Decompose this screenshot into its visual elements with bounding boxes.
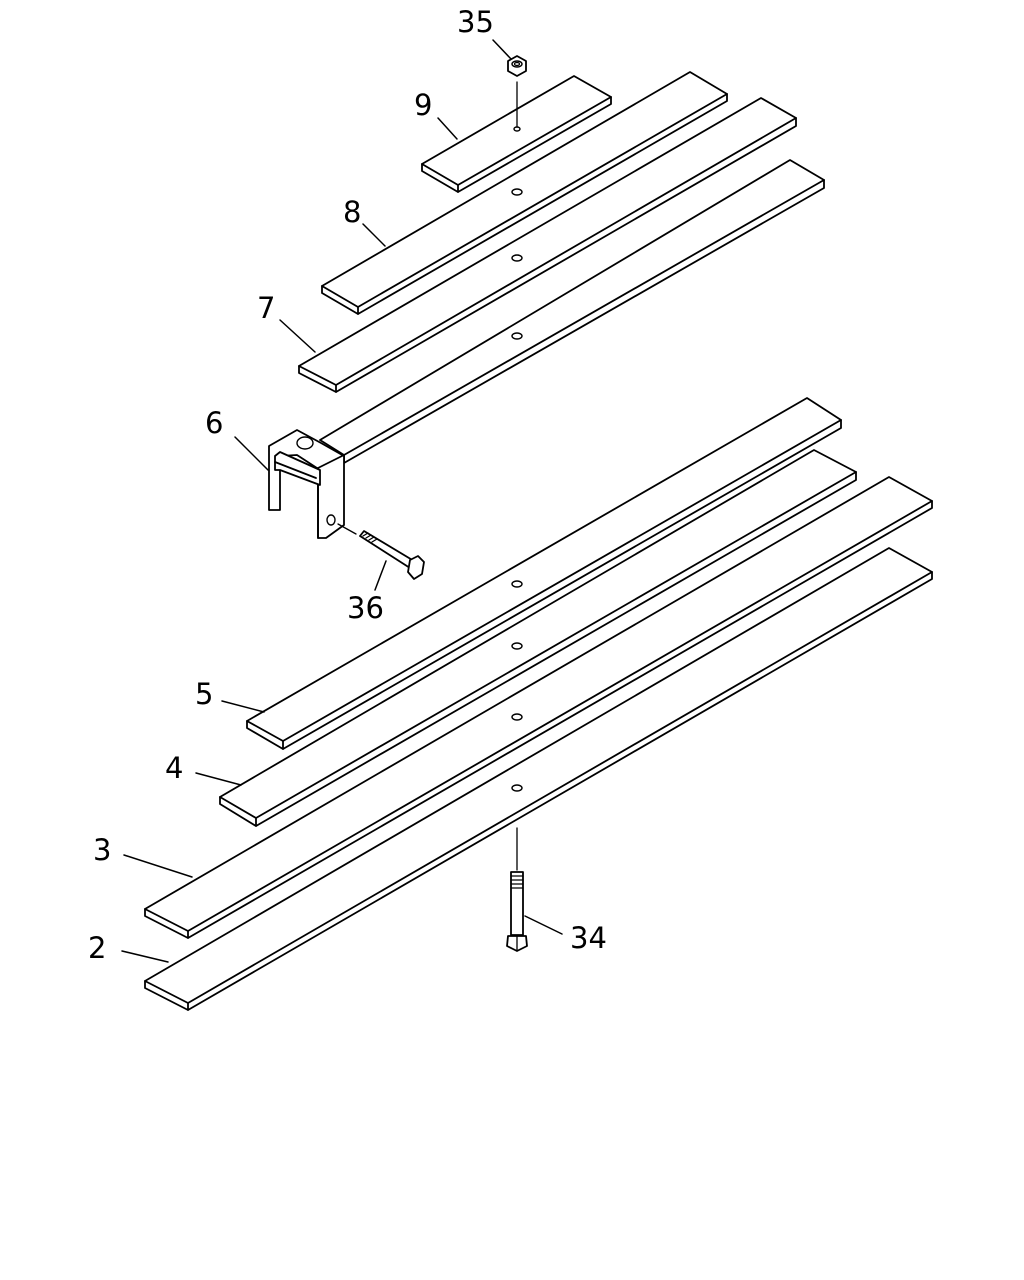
callout-34: 34 [570,921,607,955]
callout-4: 4 [165,751,183,785]
leader-lines [121,39,563,963]
leaf-4 [219,449,857,827]
leaf-5 [246,397,842,750]
callout-9: 9 [414,88,432,122]
center-bolt-34 [506,827,528,952]
nut-35 [507,55,527,132]
callout-2: 2 [88,931,106,965]
leaf-3 [144,476,933,939]
bolt-36 [337,523,425,580]
leaf-7 [298,97,797,393]
callout-5: 5 [195,677,213,711]
leaf-2 [144,547,933,1011]
callout-6: 6 [205,406,223,440]
callout-7: 7 [257,291,275,325]
leaf-9 [421,75,612,193]
callout-36: 36 [347,591,384,625]
callout-35: 35 [457,5,494,39]
leaf-8 [321,71,728,315]
bracket-6 [268,429,345,539]
callout-8: 8 [343,195,361,229]
callout-labels: 2 3 4 5 6 7 8 9 34 35 36 [88,5,607,965]
callout-3: 3 [93,833,111,867]
